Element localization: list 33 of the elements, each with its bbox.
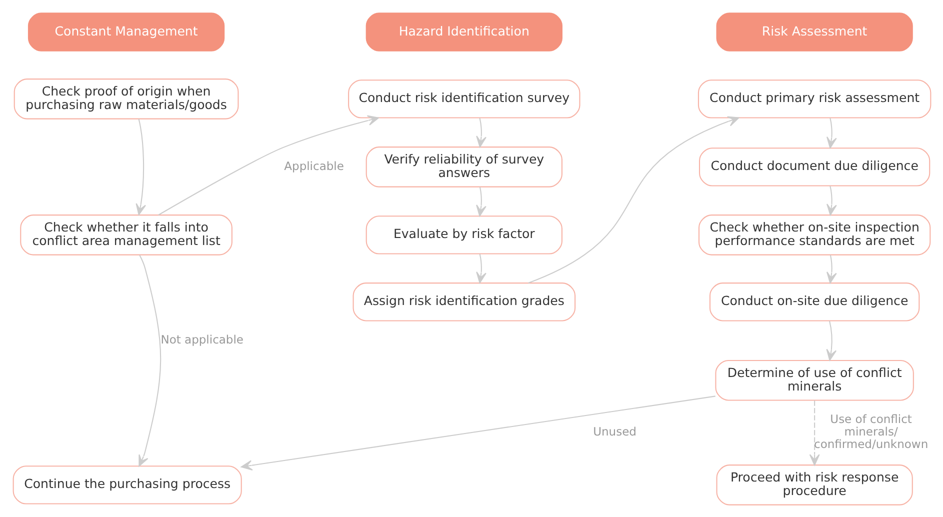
edge-label: Use of conflict minerals/ confirmed/unknown xyxy=(813,412,928,451)
edge-label: Applicable xyxy=(284,158,344,172)
arrow xyxy=(240,395,715,470)
edge-label: Unused xyxy=(592,424,636,438)
edge-label: Not applicable xyxy=(160,332,244,346)
arrow xyxy=(826,185,836,216)
arrow xyxy=(826,117,836,148)
node-box: Conduct primary risk assessment xyxy=(697,79,931,118)
node-box: Assign risk identification grades xyxy=(352,282,576,321)
arrow xyxy=(158,114,379,215)
arrow xyxy=(138,254,161,466)
node-box: Conduct risk identification survey xyxy=(348,79,580,118)
node-box: Check whether it falls into conflict area management list xyxy=(20,214,232,255)
arrow xyxy=(476,253,486,283)
node-box: Check whether on-site inspection performance standards are met xyxy=(698,214,930,255)
node-box: Continue the purchasing process xyxy=(12,465,242,504)
node-box: Determine of use of conflict minerals xyxy=(714,359,914,400)
arrow xyxy=(826,320,836,360)
node-box: Conduct on-site due diligence xyxy=(708,282,920,321)
node-box: Conduct document due diligence xyxy=(698,147,930,186)
arrow xyxy=(476,117,486,148)
node-box: Proceed with risk response procedure xyxy=(716,464,912,505)
arrow xyxy=(808,400,820,466)
node-box: Check proof of origin when purchasing raw materials/goods xyxy=(13,78,238,119)
node-box: Verify reliability of survey answers xyxy=(365,146,562,187)
node-box: Evaluate by risk factor xyxy=(365,215,562,254)
arrow xyxy=(476,186,486,216)
node-box: Hazard Identification xyxy=(365,12,562,51)
arrow xyxy=(135,118,146,215)
arrow xyxy=(528,116,739,283)
arrow xyxy=(826,254,836,283)
node-box: Risk Assessment xyxy=(716,12,912,51)
node-box: Constant Management xyxy=(27,12,224,51)
